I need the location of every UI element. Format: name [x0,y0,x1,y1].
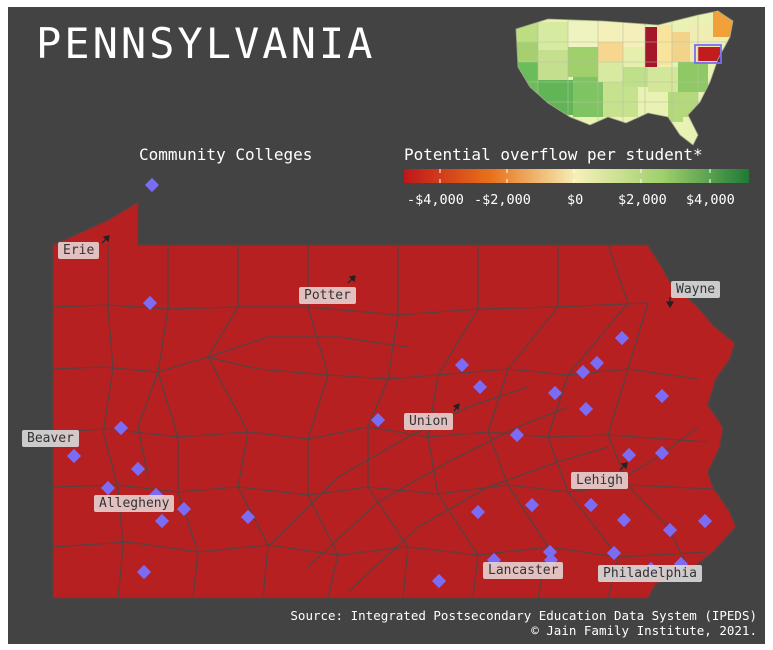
source-line: Source: Integrated Postsecondary Educati… [290,608,757,623]
college-marker [113,420,129,436]
pennsylvania-map [52,177,737,599]
college-marker [524,497,540,513]
map-panel: PENNSYLVANIA Community Colleges Potentia… [8,7,765,644]
label-arrows [101,235,675,471]
state-outline [52,200,737,599]
inset-pennsylvania-highlight [694,44,722,64]
legend-color-scale [404,169,749,183]
legend-tick: -$4,000 [407,192,464,208]
county-label-union: Union [404,413,454,430]
college-marker [431,573,447,589]
legend-marker-title: Community Colleges [139,145,313,164]
college-markers [66,295,713,589]
county-label-erie: Erie [58,242,100,259]
legend-tick: -$2,000 [474,192,531,208]
college-marker [616,512,632,528]
county-label-wayne: Wayne [671,281,721,298]
source-note: Source: Integrated Postsecondary Educati… [290,608,757,638]
college-marker [509,427,525,443]
county-label-potter: Potter [299,287,356,304]
college-marker [578,401,594,417]
college-marker [589,355,605,371]
legend-tick: $0 [567,192,584,208]
legend-color-title: Potential overflow per student* [404,145,703,164]
college-marker [472,379,488,395]
copyright-line: © Jain Family Institute, 2021. [531,623,757,638]
college-marker [583,497,599,513]
college-marker [654,388,670,404]
college-marker [240,509,256,525]
county-label-philadelphia: Philadelphia [598,565,702,582]
college-marker [154,513,170,529]
college-marker [575,364,591,380]
county-label-allegheny: Allegheny [94,495,175,512]
college-marker [621,447,637,463]
legend-tick: $4,000 [686,192,735,208]
page-title: PENNSYLVANIA [36,19,376,68]
college-marker [136,564,152,580]
legend-college-marker [144,177,160,193]
college-marker [370,412,386,428]
college-marker [662,522,678,538]
county-label-beaver: Beaver [22,430,79,447]
college-marker [100,480,116,496]
college-marker [470,504,486,520]
us-inset-map [515,10,734,146]
college-marker [614,330,630,346]
college-marker [547,385,563,401]
college-marker [654,445,670,461]
college-marker [176,501,192,517]
legend-tick: $2,000 [618,192,667,208]
college-marker [66,448,82,464]
college-marker [454,357,470,373]
county-label-lehigh: Lehigh [571,472,628,489]
college-marker [142,295,158,311]
college-marker [130,461,146,477]
county-label-lancaster: Lancaster [483,562,564,579]
college-marker [697,513,713,529]
college-marker [606,545,622,561]
